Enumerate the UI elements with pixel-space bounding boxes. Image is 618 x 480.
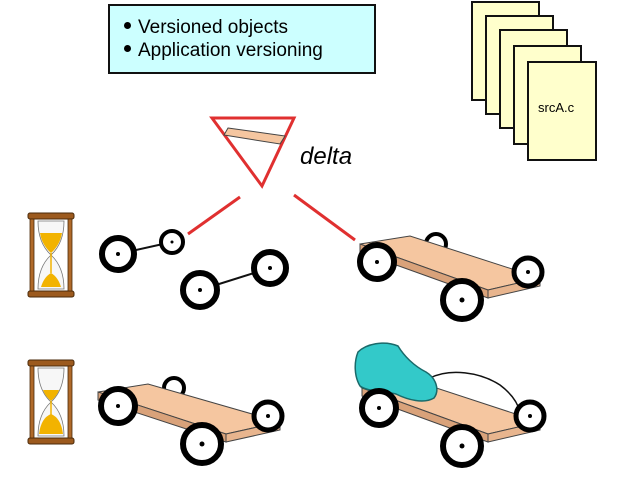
delta-connector-right (293, 193, 356, 242)
wheel-icon (359, 388, 399, 428)
bullet-text-1: Versioned objects (138, 17, 288, 38)
delta-plank-icon (223, 127, 286, 145)
wheel-icon (180, 270, 220, 310)
wheel-icon (440, 424, 484, 468)
wheel-icon (440, 278, 484, 322)
wheel-icon (357, 242, 397, 282)
cart-with-seat (354, 342, 547, 468)
wheel-icon (513, 399, 547, 433)
delta-label: delta (300, 143, 352, 170)
cart-with-plank (97, 376, 285, 466)
hourglass-icon (27, 359, 75, 445)
wheels-axles-assembly (99, 229, 289, 310)
wheel-icon (159, 229, 185, 255)
steering-rope (429, 371, 521, 413)
wheel-icon (99, 235, 137, 273)
hourglass-icon (27, 212, 75, 298)
cart-with-plank (357, 232, 545, 322)
document-page-5 (527, 61, 597, 161)
seat-cushion-icon (354, 342, 438, 402)
wheel-icon (98, 386, 138, 426)
bullet-dot-icon (124, 45, 131, 53)
delta-triangle-icon: delta (209, 116, 352, 189)
document-label: srcA.c (538, 100, 575, 115)
wheel-icon (180, 422, 224, 466)
delta-triangle (209, 116, 297, 189)
bullet-dot-icon (124, 22, 131, 30)
bullet-text-2: Application versioning (138, 40, 323, 61)
bullet-callout-box: Versioned objects Application versioning (108, 4, 376, 74)
delta-connector-left (187, 195, 241, 236)
wheel-icon (251, 249, 289, 287)
wheel-icon (511, 255, 545, 289)
bullet-item-2: Application versioning (122, 39, 374, 62)
wheel-icon (251, 399, 285, 433)
document-stack-icon: srcA.c (471, 1, 597, 161)
bullet-item-1: Versioned objects (122, 16, 374, 39)
